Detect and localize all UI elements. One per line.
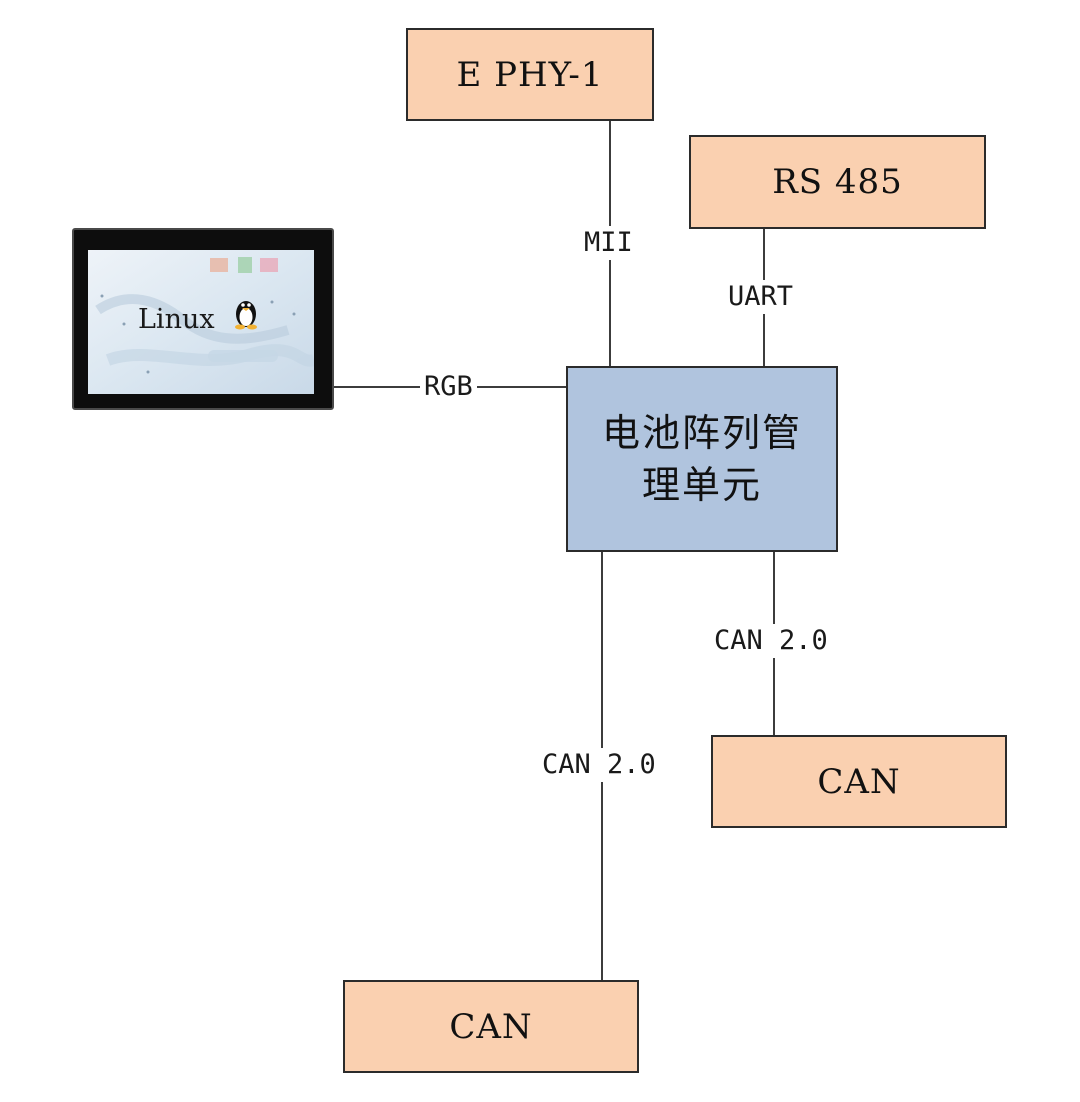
tux-penguin-icon (235, 301, 257, 330)
mii-label: MII (580, 226, 637, 260)
can-bottom-link-label: CAN 2.0 (538, 748, 660, 782)
central-unit-label: 电池阵列管理单元 (602, 411, 803, 507)
can-right-box: CAN (711, 735, 1007, 828)
display-screen: Linux (88, 250, 314, 394)
uart-label: UART (724, 280, 798, 314)
ephy-label: E PHY-1 (456, 54, 604, 95)
can-bottom-label: CAN (449, 1006, 533, 1047)
app-icon-2 (238, 257, 252, 273)
battery-array-management-unit: 电池阵列管理单元 (566, 366, 838, 552)
app-icon-3 (260, 258, 278, 272)
ephy-box: E PHY-1 (406, 28, 654, 121)
rs485-box: RS 485 (689, 135, 986, 229)
rgb-label: RGB (420, 370, 477, 404)
display-screen-graphic: Linux (88, 250, 314, 394)
can-right-link-label: CAN 2.0 (710, 624, 832, 658)
linux-logo-text: Linux (138, 304, 215, 335)
can-bottom-box: CAN (343, 980, 639, 1073)
can-right-label: CAN (817, 761, 901, 802)
rs485-label: RS 485 (772, 162, 903, 202)
app-icon-1 (210, 258, 228, 272)
linux-display-device: Linux (72, 228, 334, 410)
